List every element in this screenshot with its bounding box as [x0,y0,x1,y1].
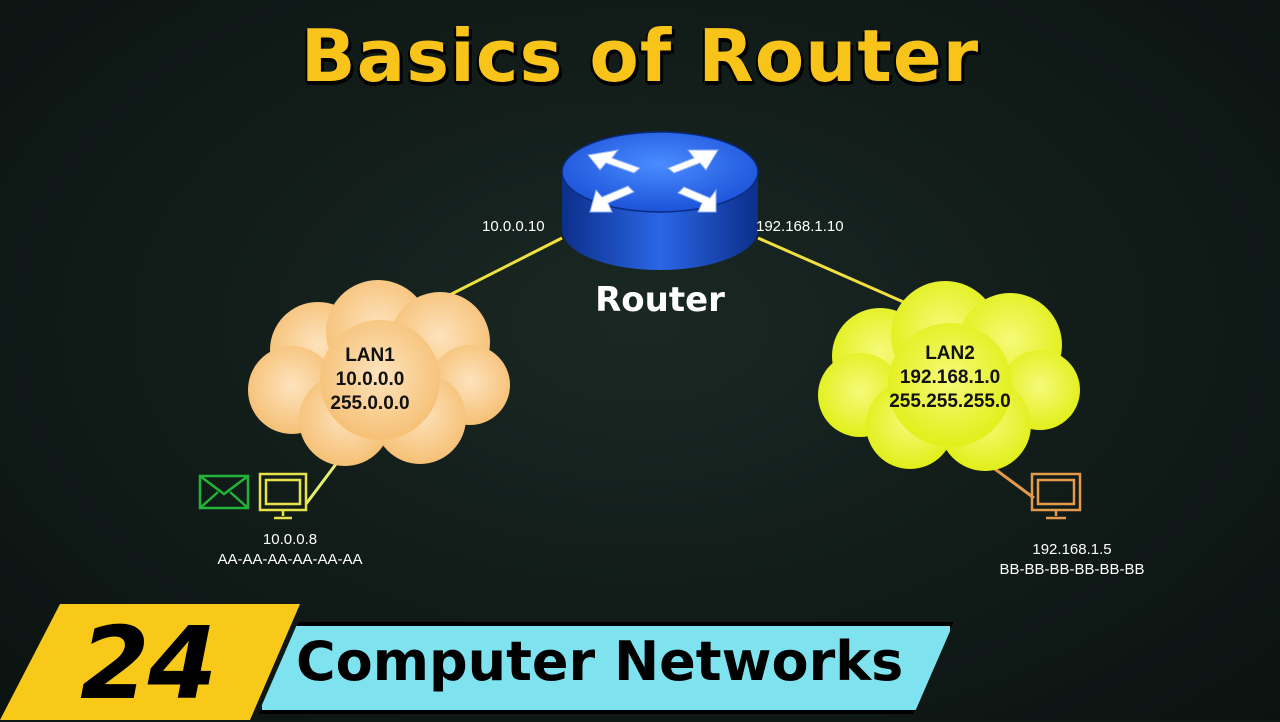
envelope-icon [198,474,250,510]
episode-number: 24 [80,605,217,722]
series-name: Computer Networks [296,630,904,693]
host1-computer-icon [258,472,308,520]
router-icon [561,131,759,270]
lan2-network: 192.168.1.0 [899,367,1001,388]
router-right-interface-ip: 192.168.1.10 [756,218,844,235]
router-label: Router [595,280,725,320]
lan1-mask: 255.0.0.0 [330,393,410,414]
lan1-name: LAN1 [345,345,395,366]
lan2-name: LAN2 [925,343,975,364]
lan2-cloud [818,281,1080,471]
lan1-network: 10.0.0.0 [335,369,405,390]
host2-ip: 192.168.1.5 [1032,541,1112,558]
host1-info: 10.0.0.8 AA-AA-AA-AA-AA-AA [190,530,390,570]
host1-ip: 10.0.0.8 [262,531,318,548]
lan1-cloud [248,280,510,466]
page-title: Basics of Router [300,14,980,98]
router-left-interface-ip: 10.0.0.10 [482,218,545,235]
host2-info: 192.168.1.5 BB-BB-BB-BB-BB-BB [972,540,1172,580]
lan1-info: LAN1 10.0.0.0 255.0.0.0 [300,344,440,416]
host2-computer-icon [1030,472,1082,520]
lan2-mask: 255.255.255.0 [889,391,1011,412]
lan2-info: LAN2 192.168.1.0 255.255.255.0 [860,342,1040,414]
host1-mac: AA-AA-AA-AA-AA-AA [217,551,363,568]
host2-mac: BB-BB-BB-BB-BB-BB [999,561,1145,578]
